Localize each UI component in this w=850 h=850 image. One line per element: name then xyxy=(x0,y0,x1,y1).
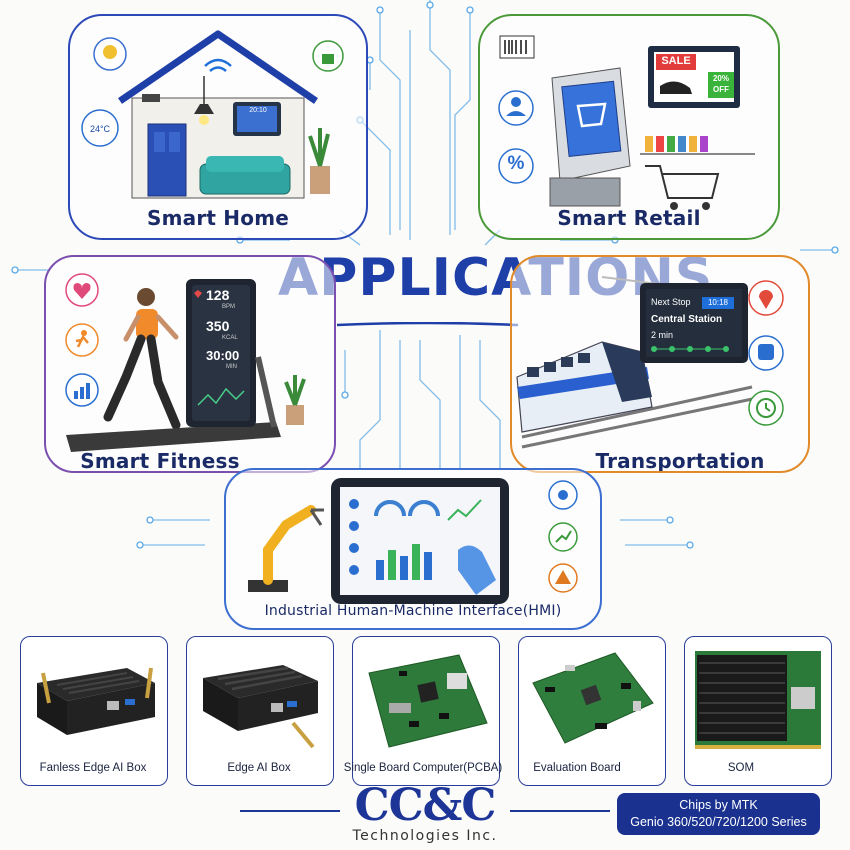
heart-rate-unit: BPM xyxy=(222,304,236,310)
product-card-edge-ai-box[interactable] xyxy=(186,636,334,786)
product-label-edge-ai-box: Edge AI Box xyxy=(227,762,291,774)
som-image xyxy=(695,651,821,749)
logo-mark: CC&C xyxy=(354,780,497,831)
product-card-som[interactable] xyxy=(684,636,832,786)
logo-divider-right xyxy=(510,810,610,812)
company-logo: CC&C Technologies Inc. xyxy=(340,780,510,845)
transportation-illustration xyxy=(516,276,784,449)
product-label-som: SOM xyxy=(727,762,755,774)
minutes-value: 30:00 xyxy=(206,348,240,363)
product-row xyxy=(20,636,832,786)
title-underline xyxy=(336,322,519,327)
logo-divider-left xyxy=(240,810,340,812)
smart-home-label: Smart Home xyxy=(146,206,289,230)
smart-retail-panel: SALE 20% OFF % Smart Retail xyxy=(478,14,780,240)
smart-fitness-panel: 128 BPM 350 KCAL 30:00 MIN Smart Fitness xyxy=(44,255,336,473)
smart-retail-illustration xyxy=(498,35,755,210)
edge-ai-box-image xyxy=(203,665,318,749)
heart-rate-value: 128 xyxy=(206,287,230,303)
smart-home-panel: 24°C 20:10 Smart Home xyxy=(68,14,368,240)
thermostat-reading: 24°C xyxy=(89,124,111,134)
chips-series: Genio 360/520/720/1200 Series xyxy=(630,815,807,829)
company-name: Technologies Inc. xyxy=(352,828,498,844)
percent-icon: % xyxy=(507,153,525,174)
chips-badge: Chips by MTK Genio 360/520/720/1200 Seri… xyxy=(617,793,820,835)
smart-retail-label: Smart Retail xyxy=(557,206,701,230)
kcal-unit: KCAL xyxy=(222,335,238,341)
fanless-edge-ai-box-image xyxy=(37,667,155,735)
transportation-label: Transportation xyxy=(595,449,765,473)
minutes-unit: MIN xyxy=(226,364,237,370)
discount-sign: 20% OFF xyxy=(712,74,729,94)
smart-fitness-illustration xyxy=(65,273,306,452)
next-stop-label: Next Stop xyxy=(651,297,691,307)
product-card-fanless-edge-ai-box[interactable] xyxy=(20,636,168,786)
smart-home-illustration xyxy=(81,30,344,199)
kcal-value: 350 xyxy=(206,318,230,334)
hmi-panel: Industrial Human-Machine Interface(HMI) xyxy=(224,468,602,630)
product-label-fanless-edge-ai-box: Fanless Edge AI Box xyxy=(39,762,147,774)
hmi-illustration xyxy=(248,478,578,604)
eta-value: 2 min xyxy=(651,330,674,340)
smart-fitness-label: Smart Fitness xyxy=(80,449,240,473)
smart-panel-time: 20:10 xyxy=(249,107,267,114)
product-card-evaluation-board[interactable] xyxy=(518,636,666,786)
circuit-traces-decoration xyxy=(11,0,839,549)
product-label-evaluation-board: Evaluation Board xyxy=(533,762,621,774)
sale-sign: SALE xyxy=(661,55,691,67)
transit-time: 10:18 xyxy=(707,298,729,307)
evaluation-board-image xyxy=(532,652,654,744)
product-card-single-board-computer[interactable] xyxy=(352,636,500,786)
single-board-computer-image xyxy=(368,654,488,748)
transportation-panel: Next Stop 10:18 Central Station 2 min Tr… xyxy=(510,255,810,473)
chips-vendor: Chips by MTK xyxy=(679,798,758,812)
product-label-single-board-computer: Single Board Computer(PCBA) xyxy=(343,762,503,774)
hmi-label: Industrial Human-Machine Interface(HMI) xyxy=(264,603,562,619)
station-name: Central Station xyxy=(651,314,723,325)
